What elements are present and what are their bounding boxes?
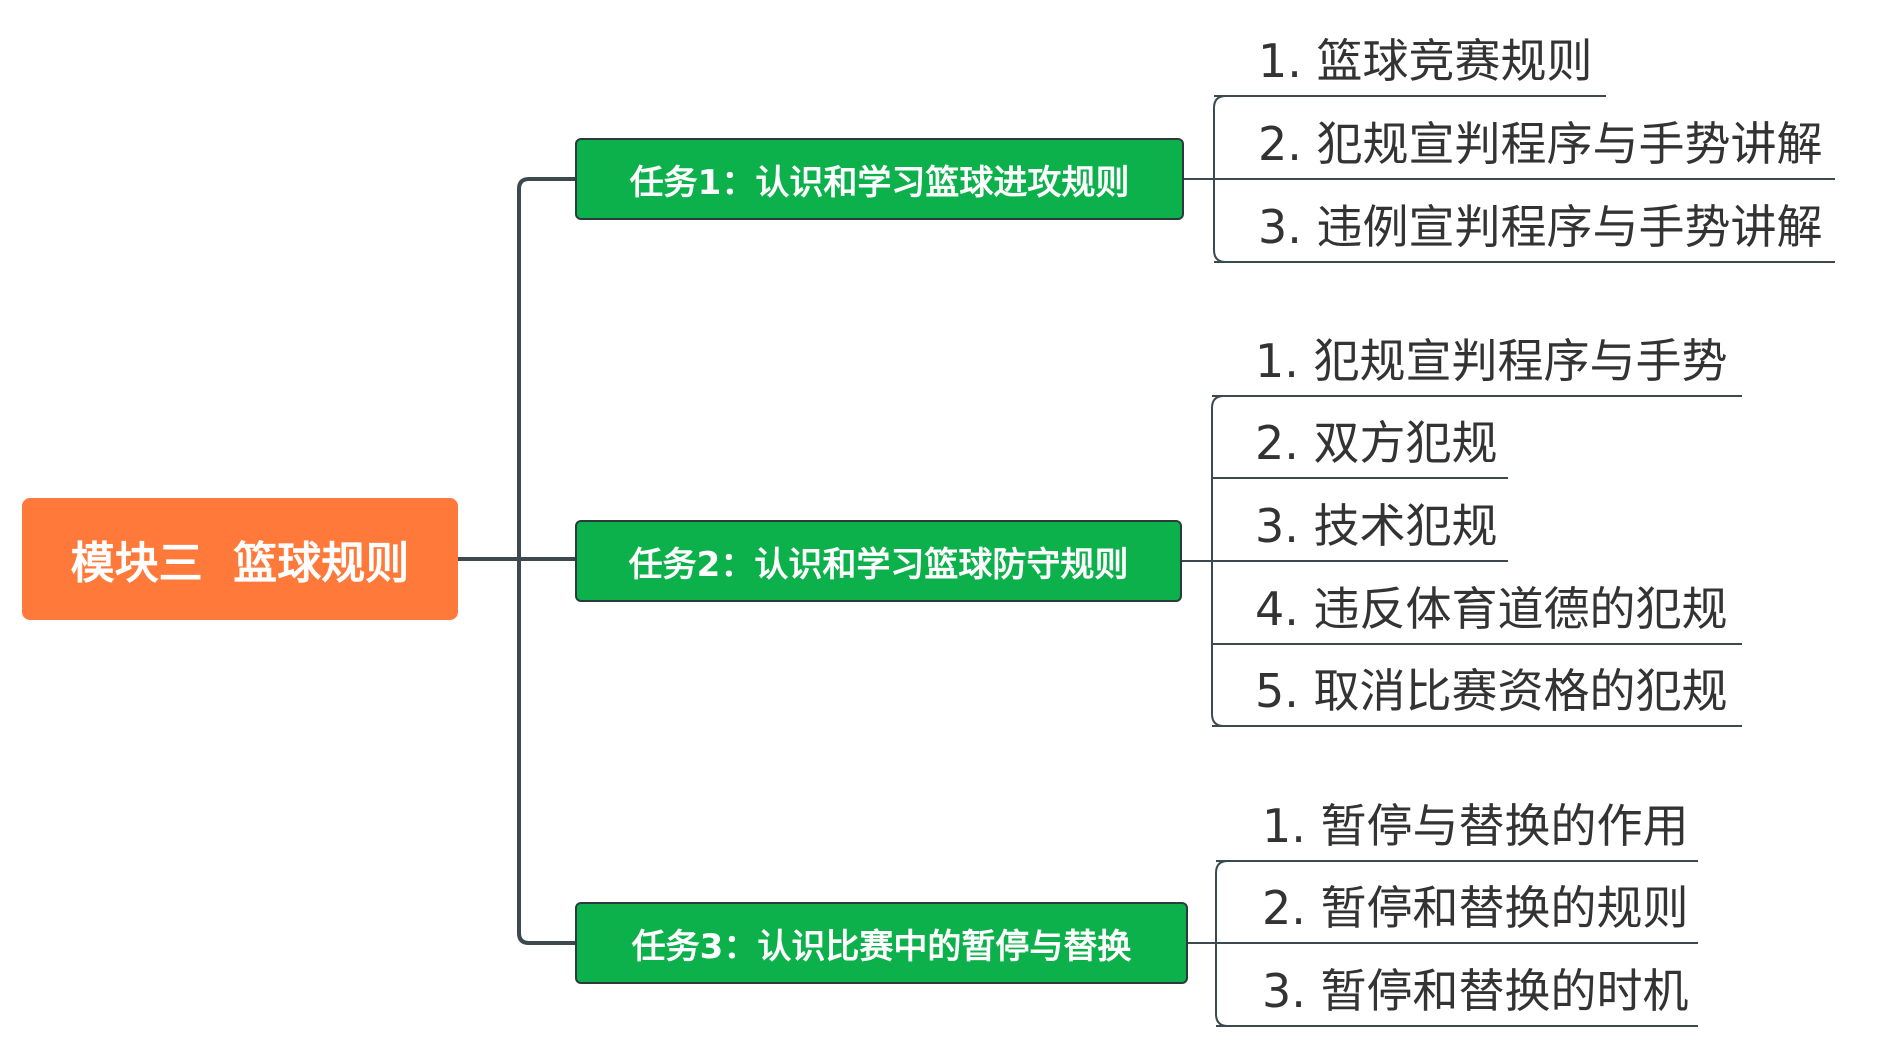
root-node-label: 模块三 篮球规则 [70, 538, 410, 589]
task-node-3[interactable]: 任务3：认识比赛中的暂停与替换 [575, 902, 1188, 984]
task-node-2-label: 任务2：认识和学习篮球防守规则 [628, 544, 1129, 585]
trunk-connector [517, 177, 577, 945]
leaf-task2-1[interactable]: 1. 犯规宣判程序与手势 [1255, 334, 1728, 388]
leaf-task2-4[interactable]: 4. 违反体育道德的犯规 [1255, 582, 1728, 636]
task-node-2[interactable]: 任务2：认识和学习篮球防守规则 [575, 520, 1182, 602]
leaf-task1-3[interactable]: 3. 违例宣判程序与手势讲解 [1258, 200, 1823, 254]
leaf-task3-2[interactable]: 2. 暂停和替换的规则 [1262, 881, 1689, 935]
leaf-task2-5[interactable]: 5. 取消比赛资格的犯规 [1255, 664, 1728, 718]
leaf-task2-2[interactable]: 2. 双方犯规 [1255, 416, 1498, 470]
leaf-task2-3[interactable]: 3. 技术犯规 [1255, 499, 1498, 553]
root-node[interactable]: 模块三 篮球规则 [22, 498, 458, 620]
task-node-1[interactable]: 任务1：认识和学习篮球进攻规则 [575, 138, 1184, 220]
task-node-3-label: 任务3：认识比赛中的暂停与替换 [631, 926, 1132, 967]
leaf-task3-1[interactable]: 1. 暂停与替换的作用 [1262, 799, 1689, 853]
task-node-1-label: 任务1：认识和学习篮球进攻规则 [629, 162, 1130, 203]
leaf-task1-2[interactable]: 2. 犯规宣判程序与手势讲解 [1258, 117, 1823, 171]
leaf-task3-3[interactable]: 3. 暂停和替换的时机 [1262, 964, 1689, 1018]
leaf-task1-1[interactable]: 1. 篮球竞赛规则 [1258, 34, 1593, 88]
